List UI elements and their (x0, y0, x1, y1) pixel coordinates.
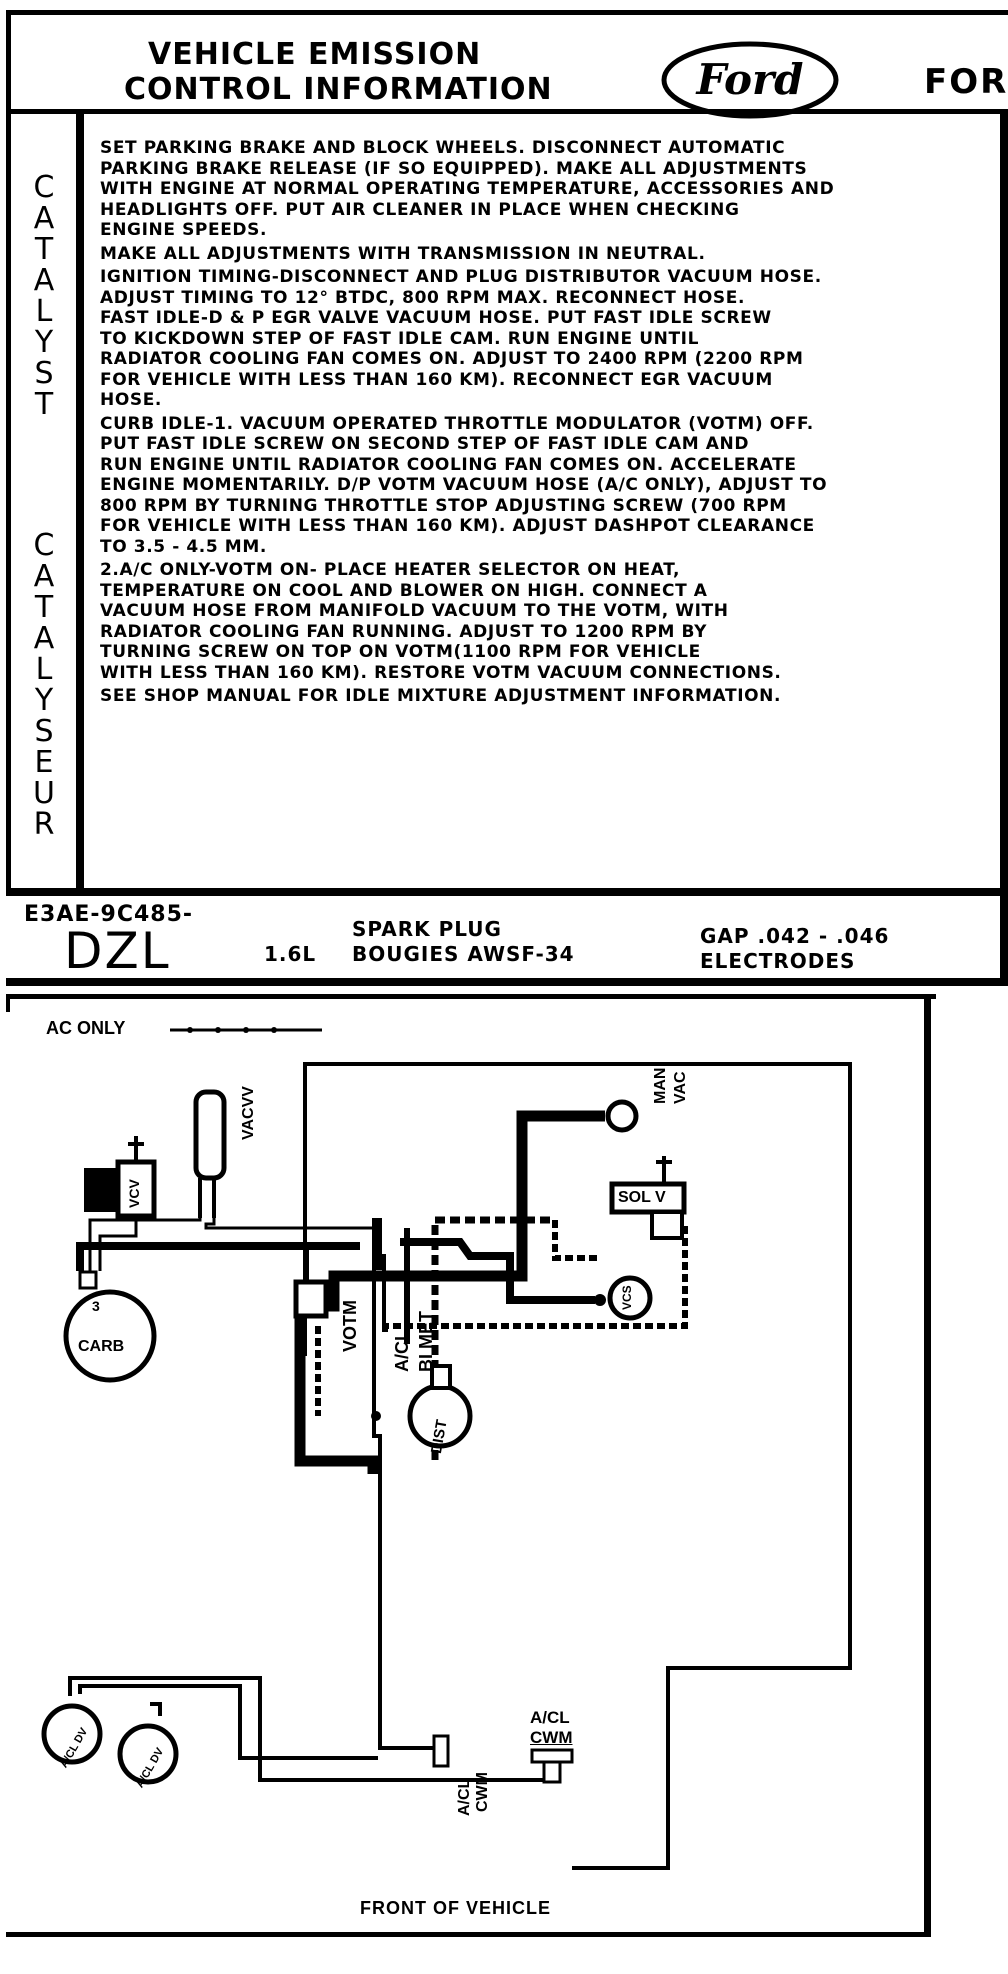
instruction-paragraph: MAKE ALL ADJUSTMENTS WITH TRANSMISSION I… (100, 243, 706, 264)
vcv-label: VCV (126, 1179, 142, 1208)
catalyseur-letter: R (33, 807, 55, 842)
acl-cwm-right-label-1: A/CL (530, 1708, 570, 1727)
instruction-text: SET PARKING BRAKE AND BLOCK WHEELS. DISC… (100, 138, 1000, 710)
diagram-frame-bottom (6, 1932, 931, 1937)
gap-line-1: GAP .042 - .046 (700, 924, 890, 948)
ford-logo-text: Ford (695, 55, 803, 104)
vcs-label: VCS (620, 1285, 634, 1310)
engine-displacement: 1.6L (264, 942, 317, 966)
spark-plug-line-1: SPARK PLUG (352, 917, 502, 941)
instruction-paragraph: CURB IDLE-1. VACUUM OPERATED THROTTLE MO… (100, 413, 828, 557)
spec-strip-bottom-border (6, 978, 1008, 986)
catalyseur-letter: E (34, 745, 54, 780)
header-divider (6, 109, 1008, 114)
carb-label: CARB (78, 1338, 125, 1355)
ford-logo: Ford (661, 41, 839, 119)
instruction-paragraph: IGNITION TIMING-DISCONNECT AND PLUG DIST… (100, 267, 822, 410)
acl-bimet-label-2: BI MET (416, 1311, 436, 1372)
gap-line-2: ELECTRODES (700, 949, 856, 973)
brand-right-text: FOR (924, 62, 1008, 102)
catalyseur-letter: L (35, 652, 53, 687)
title-line-2: CONTROL INFORMATION (124, 72, 553, 107)
carb-number: 3 (92, 1298, 100, 1314)
catalyseur-letter: T (34, 590, 54, 625)
catalyseur-letter: U (33, 776, 55, 811)
instruction-paragraph: 2.A/C ONLY-VOTM ON- PLACE HEATER SELECTO… (100, 560, 782, 683)
acl-cwm-left-label-1: A/CL (456, 1778, 473, 1816)
instruction-panel-left-border (6, 112, 11, 890)
diagram-frame-top (6, 994, 936, 999)
spec-strip-top-border (6, 888, 1008, 896)
instruction-paragraph: SET PARKING BRAKE AND BLOCK WHEELS. DISC… (100, 138, 835, 240)
diagram-frame-right (924, 994, 931, 1934)
spark-plug-line-2: BOUGIES AWSF-34 (352, 942, 575, 966)
catalyst-letter: A (33, 201, 55, 236)
acl-cwm-left-label-2: CWM (474, 1772, 491, 1812)
acl-cwm-right-label-2: CWM (530, 1728, 573, 1747)
catalyseur-letter: Y (34, 683, 54, 718)
part-number: E3AE-9C485- (24, 902, 194, 927)
catalyst-letter: A (33, 263, 55, 298)
acl-bimet-label-1: A/CL (392, 1330, 412, 1372)
front-of-vehicle-label: FRONT OF VEHICLE (360, 1898, 551, 1918)
spec-strip-right-border (1000, 888, 1008, 986)
vacvv-label: VACVV (240, 1086, 257, 1140)
emission-label-top (6, 10, 1008, 110)
catalyst-letter: L (35, 294, 53, 329)
diagram-frame-left-tick (6, 994, 10, 1012)
catalyst-letter: Y (34, 325, 54, 360)
vacuum-hose-diagram (41, 1027, 852, 1870)
legend-ac-only-line (170, 1027, 322, 1033)
catalyseur-letter: A (33, 621, 55, 656)
instruction-paragraph: SEE SHOP MANUAL FOR IDLE MIXTURE ADJUSTM… (100, 686, 782, 706)
legend-ac-only-label: AC ONLY (46, 1018, 126, 1038)
title-line-1: VEHICLE EMISSION (148, 37, 482, 72)
catalyseur-letter: C (33, 528, 55, 563)
catalyseur-vertical: C A T A L Y S E U R (20, 530, 68, 840)
catalyst-letter: S (34, 356, 54, 391)
side-column-divider (76, 112, 84, 890)
catalyst-vertical: C A T A L Y S T (20, 172, 68, 420)
engine-code: DZL (64, 922, 171, 980)
catalyseur-letter: A (33, 559, 55, 594)
man-vac-label-2: VAC (672, 1071, 689, 1104)
catalyst-letter: T (34, 387, 54, 422)
votm-label: VOTM (340, 1300, 360, 1352)
instruction-panel-right-edge (1000, 112, 1008, 890)
catalyst-letter: T (34, 232, 54, 267)
man-vac-label-1: MAN (652, 1067, 669, 1104)
catalyst-letter: C (33, 170, 55, 205)
catalyseur-letter: S (34, 714, 54, 749)
sol-v-label: SOL V (618, 1189, 666, 1206)
